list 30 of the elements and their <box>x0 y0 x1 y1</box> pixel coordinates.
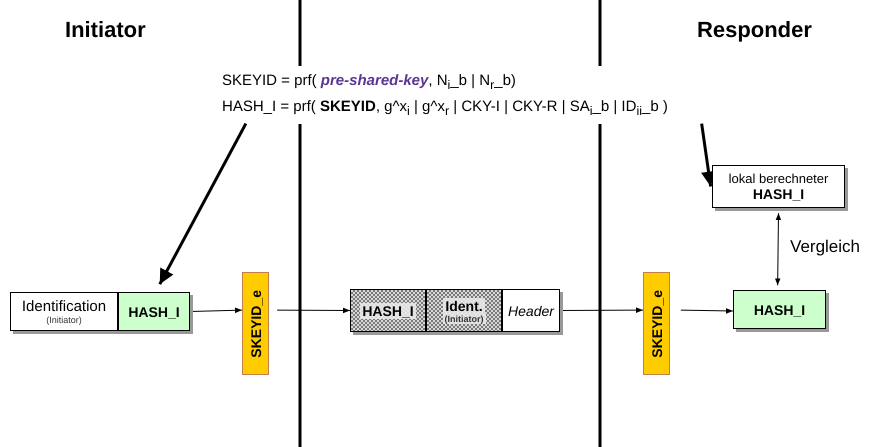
edge-label: Vergleich <box>790 237 860 258</box>
encrypted-field <box>426 289 502 332</box>
field-sublabel: (Initiator) <box>442 314 486 324</box>
header-field <box>502 289 560 332</box>
arrow <box>680 308 734 314</box>
field-label: HASH_I <box>128 304 180 320</box>
encryption-key-bar <box>643 272 670 375</box>
hash-field <box>118 292 190 331</box>
field-label: HASH_I <box>754 302 806 318</box>
key-label: SKEYID_e <box>648 290 664 358</box>
encrypted-field <box>350 289 426 332</box>
encryption-key-bar <box>242 272 269 375</box>
field-label: Ident. <box>443 298 485 314</box>
field-label: Identification <box>22 298 106 315</box>
field-sublabel: (Initiator) <box>46 315 82 325</box>
formula-line: SKEYID = prf( pre-shared-key, N$_{i}$_b | N$_{r}$_b) <box>222 71 516 94</box>
packet-field <box>10 292 118 331</box>
field-label: HASH_I <box>752 186 804 202</box>
arrow <box>276 308 350 314</box>
party-heading: Initiator <box>65 17 146 43</box>
party-heading: Responder <box>697 17 812 43</box>
arrow <box>774 212 782 286</box>
arrow <box>158 122 248 285</box>
field-label: Header <box>508 302 554 318</box>
field-label: lokal berechneter <box>728 171 828 186</box>
field-label: HASH_I <box>360 302 416 318</box>
hash-field <box>733 290 826 329</box>
key-label: SKEYID_e <box>248 290 264 358</box>
formula-line: HASH_I = prf( SKEYID, g^x$_{i}$ | g^x$_{r}$ | CKY-I | CKY-R | SA$_{i}$_b | ID$_{ii}$_b ) <box>222 97 668 120</box>
packet-field <box>712 165 845 208</box>
